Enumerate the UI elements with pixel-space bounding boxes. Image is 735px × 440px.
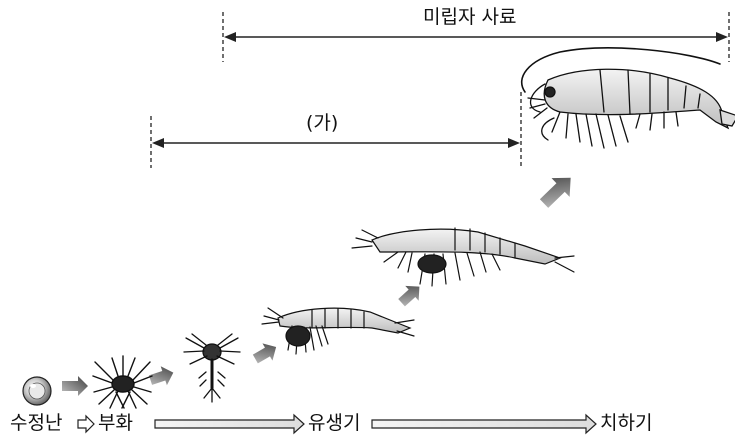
range-label-micro-feed: 미립자 사료 <box>423 8 516 27</box>
progression-arrow-icon <box>62 376 88 396</box>
mysis-larva-icon <box>262 308 414 354</box>
egg-icon <box>23 377 51 405</box>
progression-arrow-icon <box>535 168 580 212</box>
juvenile-shrimp-icon <box>522 48 735 148</box>
stage-label-larval: 유생기 <box>308 414 360 433</box>
nauplius-larva-icon <box>93 356 152 408</box>
timeline-arrow-larval <box>155 415 304 433</box>
progression-arrow-icon <box>250 338 281 367</box>
stage-label-hatching: 부화 <box>98 414 133 433</box>
zoea-larva-icon <box>184 334 240 402</box>
stage-label-fertilized-egg: 수정난 <box>10 414 62 433</box>
stage-label-juvenile: 치하기 <box>600 414 652 433</box>
post-larva-icon <box>352 228 574 286</box>
range-label-ga: (가) <box>306 114 338 133</box>
progression-arrow-icon <box>395 279 426 310</box>
timeline-arrow-hatch <box>78 416 94 432</box>
timeline-arrow-juvenile <box>372 415 596 433</box>
